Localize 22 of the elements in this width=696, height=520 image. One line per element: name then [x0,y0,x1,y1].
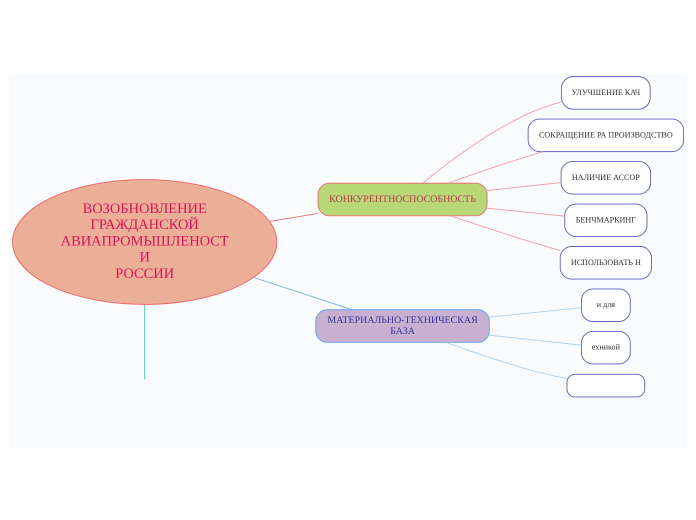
node-box: ИСПОЛЬЗОВАТЬ Н [560,246,652,279]
node-box: ехникой [581,330,631,364]
connector [486,207,566,216]
connector [447,150,544,184]
node-box: и для [581,288,631,322]
node-box: НАЛИЧИЕ АССОР [560,160,652,194]
node-box: КОНКУРЕНТНОСПОСОБНОСТЬ [318,182,488,216]
node-box [566,373,646,397]
connector [450,214,561,250]
node-ellipse: ВОЗОБНОВЛЕНИЕ ГРАЖДАНСКОЙ АВИАПРОМЫШЛЕНОСТ И РОССИИ [12,178,278,304]
connector [446,341,568,379]
connector [253,276,352,310]
node-box: СОКРАЩЕНИЕ РА ПРОИЗВОДСТВО [528,118,684,152]
connector [269,212,318,222]
node-box: УЛУЧШЕНИЕ КАЧ [561,76,651,110]
connector [422,100,562,183]
node-box: БЕНЧМАРКИНГ [564,203,648,236]
connector [489,334,582,346]
connector [144,304,146,380]
connector [486,182,562,190]
connector [489,306,582,318]
node-box: МАТЕРИАЛЬНО-ТЕХНИЧЕСКАЯ БАЗА [315,308,490,342]
